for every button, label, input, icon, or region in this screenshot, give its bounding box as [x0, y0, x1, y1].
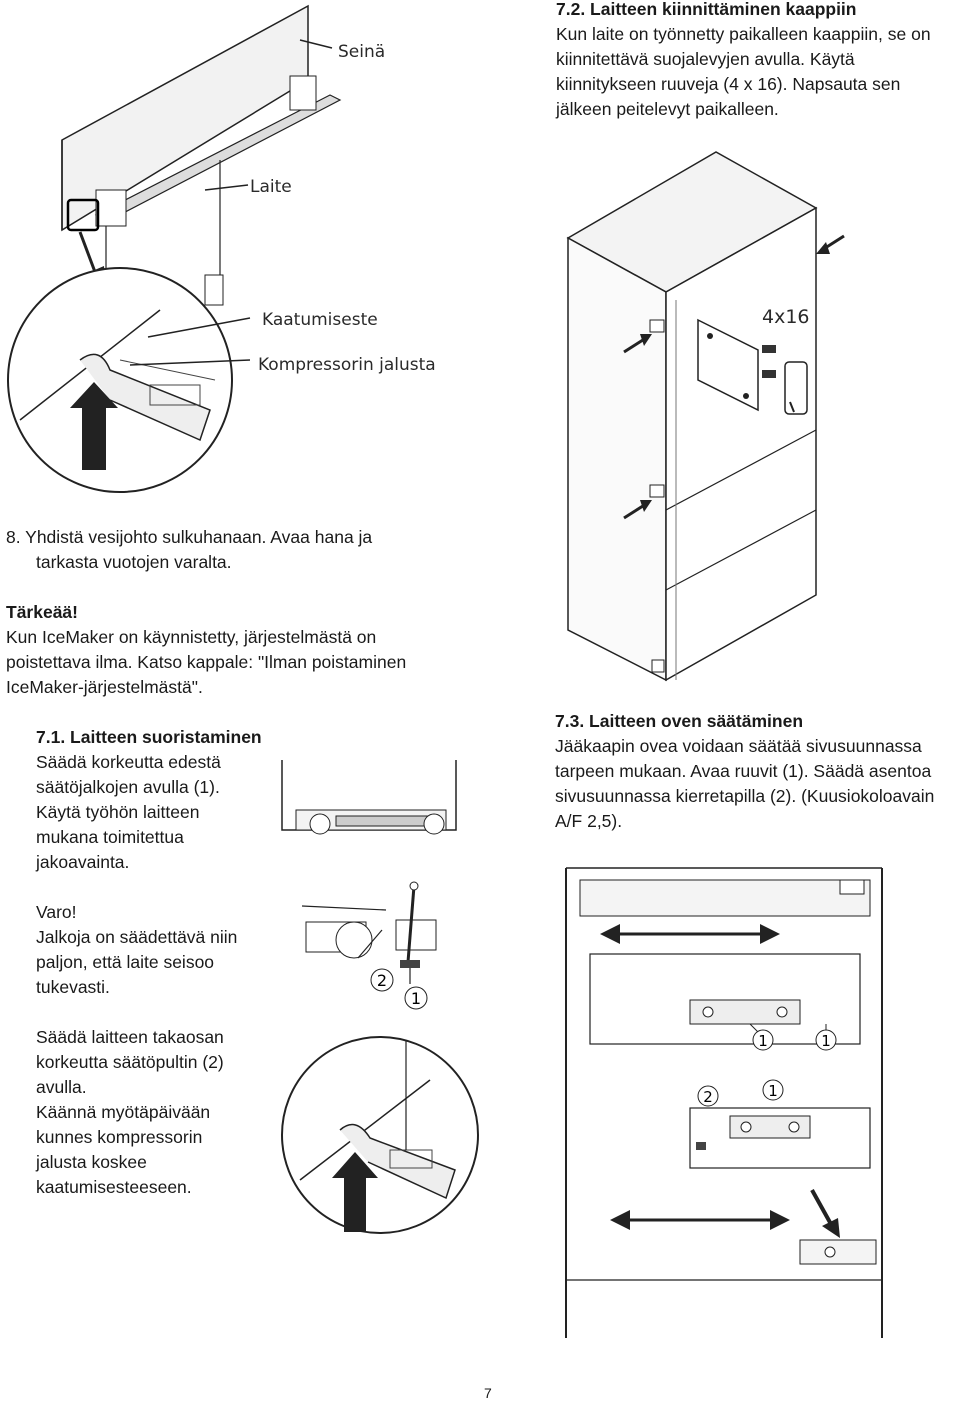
- section-7-3-heading: 7.3. Laitteen oven säätäminen: [555, 711, 804, 731]
- section-7-2-line: jälkeen peitelevyt paikalleen.: [556, 99, 779, 119]
- section-7-2-heading: 7.2. Laitteen kiinnittäminen kaappiin: [556, 0, 857, 19]
- callout-2: 2: [703, 1088, 713, 1106]
- warning-line: Jalkoja on säädettävä niin: [36, 927, 238, 947]
- warning-line: paljon, että laite seisoo: [36, 952, 215, 972]
- section-7-2-line: kiinnitykseen ruuveja (4 x 16). Napsauta…: [556, 74, 901, 94]
- rear-adjust-line: Säädä laitteen takaosan: [36, 1027, 224, 1047]
- step-8: 8. Yhdistä vesijohto sulkuhanaan. Avaa h…: [0, 525, 520, 575]
- rear-adjust-line: kunnes kompressorin: [36, 1127, 203, 1147]
- label-device: Laite: [250, 177, 292, 197]
- figure-wall-installation: Seinä Laite Kaatumiseste Kompressorin ja…: [7, 4, 436, 493]
- section-7-2-line: kiinnitettävä suojalevyjen avulla. Käytä: [556, 49, 855, 69]
- rear-adjust-line: Käännä myötäpäivään: [36, 1102, 211, 1122]
- figure-door-adjustment: 1 1 2 1: [565, 867, 883, 1338]
- page-number: 7: [484, 1385, 492, 1401]
- label-tip-guard: Kaatumiseste: [262, 310, 378, 330]
- section-7-3-line: sivusuunnassa kierretapilla (2). (Kuusio…: [555, 786, 935, 806]
- section-7-3: 7.3. Laitteen oven säätäminen Jääkaapin …: [555, 709, 960, 834]
- rear-adjust-line: avulla.: [36, 1077, 87, 1097]
- warning-line: tukevasti.: [36, 977, 110, 997]
- section-7-1-line: säätöjalkojen avulla (1).: [36, 777, 220, 797]
- figure-fridge-brackets: 4x16: [566, 151, 845, 682]
- warning-note: Varo! Jalkoja on säädettävä niin paljon,…: [36, 900, 296, 1000]
- label-compressor-base: Kompressorin jalusta: [258, 355, 436, 375]
- important-note: Tärkeää! Kun IceMaker on käynnistetty, j…: [6, 600, 526, 700]
- section-7-1-line: mukana toimitettua: [36, 827, 184, 847]
- rear-adjust-line: kaatumisesteeseen.: [36, 1177, 192, 1197]
- section-7-1-line: Käytä työhön laitteen: [36, 802, 200, 822]
- section-7-1: 7.1. Laitteen suoristaminen Säädä korkeu…: [36, 725, 296, 875]
- warning-title: Varo!: [36, 902, 77, 922]
- important-line: IceMaker-järjestelmästä".: [6, 677, 203, 697]
- callout-2: 2: [377, 971, 387, 990]
- section-7-1-line: Säädä korkeutta edestä: [36, 752, 221, 772]
- callout-1: 1: [758, 1032, 768, 1050]
- important-line: Kun IceMaker on käynnistetty, järjestelm…: [6, 627, 377, 647]
- section-7-1-line: jakoavainta.: [36, 852, 130, 872]
- callout-1: 1: [411, 989, 421, 1008]
- important-title: Tärkeää!: [6, 602, 78, 622]
- important-line: poistettava ilma. Katso kappale: "Ilman …: [6, 652, 407, 672]
- section-7-1-heading: 7.1. Laitteen suoristaminen: [36, 727, 262, 747]
- label-screws: 4x16: [762, 306, 810, 328]
- figure-front-feet: [281, 760, 457, 835]
- figure-adjust-bolt: 2 1: [301, 881, 437, 1010]
- section-7-2-line: Kun laite on työnnetty paikalleen kaappi…: [556, 24, 931, 44]
- section-7-3-line: Jääkaapin ovea voidaan säätää sivusuunna…: [555, 736, 922, 756]
- callout-1: 1: [768, 1082, 778, 1100]
- rear-adjust-line: jalusta koskee: [36, 1152, 147, 1172]
- callout-1: 1: [821, 1032, 831, 1050]
- label-wall: Seinä: [338, 42, 385, 62]
- figure-rear-tipguard: [281, 1036, 479, 1234]
- rear-adjust-line: korkeutta säätöpultin (2): [36, 1052, 224, 1072]
- section-7-3-line: A/F 2,5).: [555, 811, 623, 831]
- step-8-line: tarkasta vuotojen varalta.: [36, 552, 232, 572]
- rear-adjust-text: Säädä laitteen takaosan korkeutta säätöp…: [36, 1025, 296, 1200]
- step-8-line: 8. Yhdistä vesijohto sulkuhanaan. Avaa h…: [6, 527, 373, 547]
- section-7-2: 7.2. Laitteen kiinnittäminen kaappiin Ku…: [556, 0, 960, 122]
- section-7-3-line: tarpeen mukaan. Avaa ruuvit (1). Säädä a…: [555, 761, 932, 781]
